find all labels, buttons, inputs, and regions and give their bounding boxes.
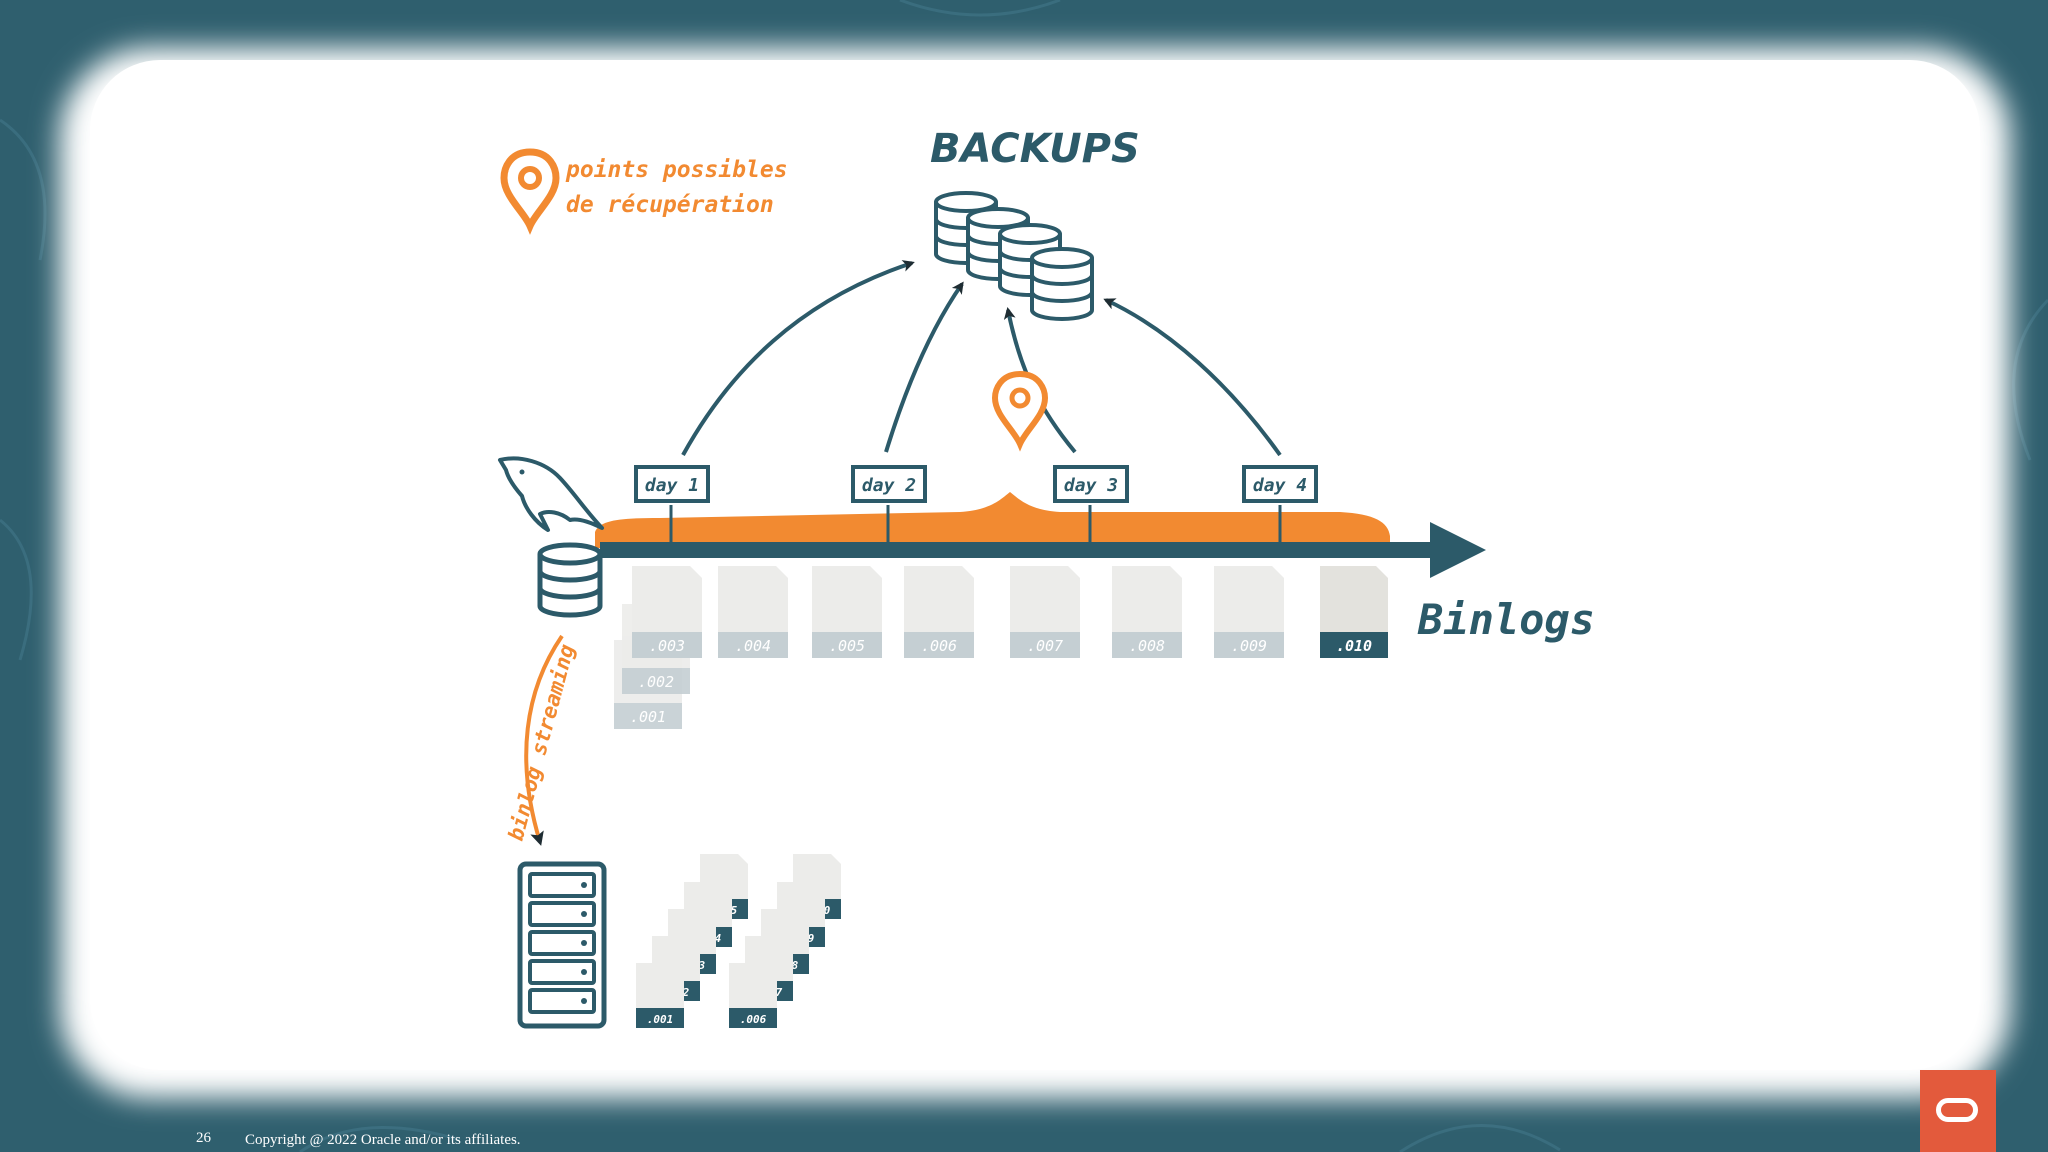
svg-text:.001: .001 [647,1013,674,1026]
binlog-file-active: .010 [1320,566,1388,658]
svg-text:.003: .003 [649,637,685,655]
copyright-notice: Copyright @ 2022 Oracle and/or its affil… [245,1132,521,1148]
arrow-day-1 [681,260,915,456]
legend: points possibles de récupération [500,148,788,235]
svg-text:.005: .005 [829,637,865,655]
day-labels: day 1 day 2 day 3 day 4 [634,465,1318,503]
day-3-label: day 3 [1053,465,1129,503]
recovery-point-pin-icon [991,370,1049,452]
slide-number: 26 [196,1130,211,1146]
binlog-files: .001 .002 .003 .004 .005 .006 [614,566,1388,729]
binlogs-label: Binlogs [1417,595,1595,644]
server-rack-icon [517,861,607,1029]
backup-arrows [681,260,1282,457]
mysql-dolphin-database-icon [498,456,604,618]
binlog-file: .008 [1112,566,1182,658]
svg-text:day 2: day 2 [862,475,916,496]
streamed-file: .006 [729,963,777,1028]
map-pin-icon [500,148,560,235]
binlog-file: .005 [812,566,882,658]
binlog-streaming-arrow [524,634,564,846]
svg-text:.001: .001 [630,708,666,726]
database-stack-icon [934,191,1094,321]
day-2-label: day 2 [851,465,927,503]
binlog-file: .004 [718,566,788,658]
svg-text:.002: .002 [638,673,674,691]
arrow-day-4 [1103,298,1282,457]
svg-text:.009: .009 [1231,637,1267,655]
svg-text:.010: .010 [1336,637,1372,655]
binlog-file: .006 [904,566,974,658]
svg-text:day 3: day 3 [1064,475,1118,496]
binlog-file: .003 [632,566,702,658]
svg-text:day 4: day 4 [1253,475,1307,496]
day-4-label: day 4 [1242,465,1318,503]
svg-text:.006: .006 [921,637,957,655]
streamed-files-stack-b: .010 .009 .008 .007 .006 [729,854,841,1028]
oracle-logo-icon [1920,1070,1996,1152]
binlog-file: .007 [1010,566,1080,658]
svg-text:.007: .007 [1027,637,1063,655]
timeline-axis [600,522,1486,578]
legend-line-2: de récupération [566,192,774,218]
backups-title: BACKUPS [930,126,1140,172]
svg-text:.008: .008 [1129,637,1165,655]
svg-text:day 1: day 1 [645,475,699,496]
svg-text:.006: .006 [740,1013,767,1026]
streamed-file: .001 [636,963,684,1028]
arrow-day-2 [884,281,964,453]
binlog-file: .009 [1214,566,1284,658]
recovery-window-brace [595,492,1390,548]
day-1-label: day 1 [634,465,710,503]
svg-text:.004: .004 [735,637,771,655]
streamed-files-stack-a: .005 .004 .003 .002 .001 [636,854,748,1028]
legend-line-1: points possibles [565,157,788,183]
